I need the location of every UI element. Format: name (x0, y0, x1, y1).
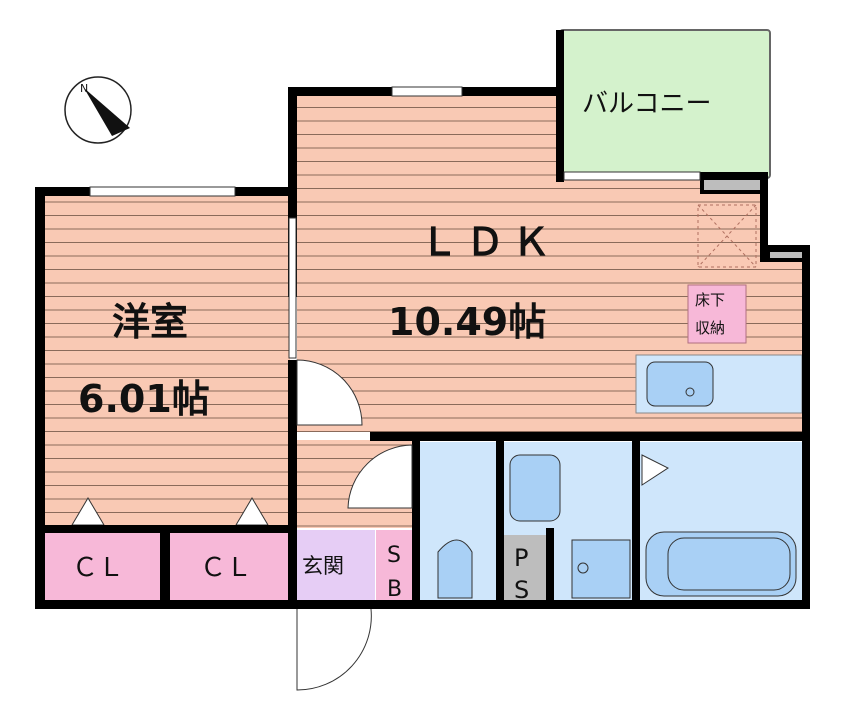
washer-space (571, 539, 631, 599)
svg-text:床下: 床下 (695, 291, 725, 309)
balcony-label: バルコニー (582, 89, 711, 119)
door-toilet (347, 444, 413, 509)
sink-icon (646, 361, 714, 407)
underfloor-storage (687, 284, 747, 344)
svg-text:B: B (387, 577, 402, 602)
shoe-box (376, 530, 412, 600)
svg-text:玄関: 玄関 (302, 554, 344, 578)
svg-text:S: S (514, 576, 529, 604)
ldk-size: 10.49帖 (388, 300, 546, 344)
western-room (44, 196, 290, 526)
ldk-name: ＬＤＫ (420, 220, 558, 264)
entrance-door (296, 608, 372, 691)
svg-text:ＣＬ: ＣＬ (200, 553, 252, 583)
storage-hatch (697, 204, 757, 268)
closet-1 (44, 533, 160, 601)
svg-text:N: N (80, 82, 88, 95)
closet-2 (170, 533, 290, 601)
compass: N (64, 76, 132, 144)
western-room-name: 洋室 (112, 300, 188, 344)
svg-text:ＣＬ: ＣＬ (72, 553, 124, 583)
toilet-icon (437, 539, 473, 599)
pipe-space (502, 535, 546, 600)
svg-text:P: P (514, 544, 528, 572)
north-arrow-icon (84, 88, 130, 136)
door-ldk (296, 359, 363, 426)
svg-text:S: S (387, 543, 401, 568)
svg-text:収納: 収納 (695, 319, 725, 337)
bathtub-icon (645, 531, 797, 597)
entrance (297, 530, 375, 600)
western-room-size: 6.01帖 (78, 377, 210, 421)
washbasin-icon (509, 454, 561, 522)
